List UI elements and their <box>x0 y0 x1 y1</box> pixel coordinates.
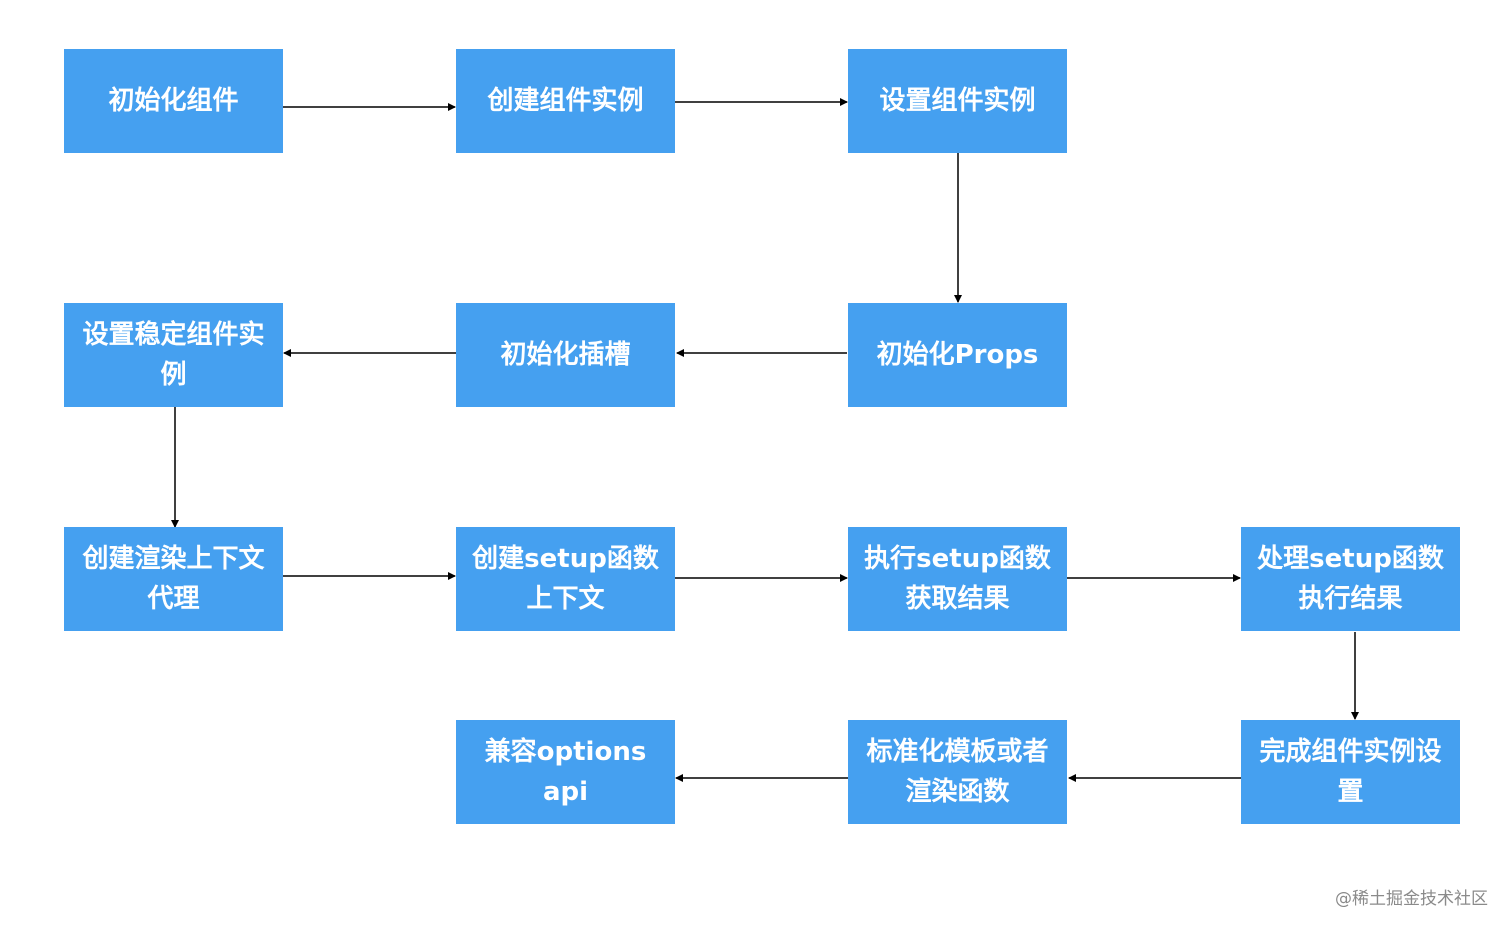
node-handle-setup-result: 处理setup函数 执行结果 <box>1241 527 1460 631</box>
node-init-props: 初始化Props <box>848 303 1067 407</box>
node-setup-stateful: 设置稳定组件实 例 <box>64 303 283 407</box>
node-setup-context: 创建setup函数 上下文 <box>456 527 675 631</box>
node-setup-instance: 设置组件实例 <box>848 49 1067 153</box>
node-call-setup: 执行setup函数 获取结果 <box>848 527 1067 631</box>
node-options-api: 兼容options api <box>456 720 675 824</box>
watermark: @稀土掘金技术社区 <box>1335 889 1488 909</box>
node-finish-setup: 完成组件实例设 置 <box>1241 720 1460 824</box>
node-render-proxy: 创建渲染上下文 代理 <box>64 527 283 631</box>
node-create-instance: 创建组件实例 <box>456 49 675 153</box>
node-normalize-render: 标准化模板或者 渲染函数 <box>848 720 1067 824</box>
node-init-slots: 初始化插槽 <box>456 303 675 407</box>
node-init-component: 初始化组件 <box>64 49 283 153</box>
